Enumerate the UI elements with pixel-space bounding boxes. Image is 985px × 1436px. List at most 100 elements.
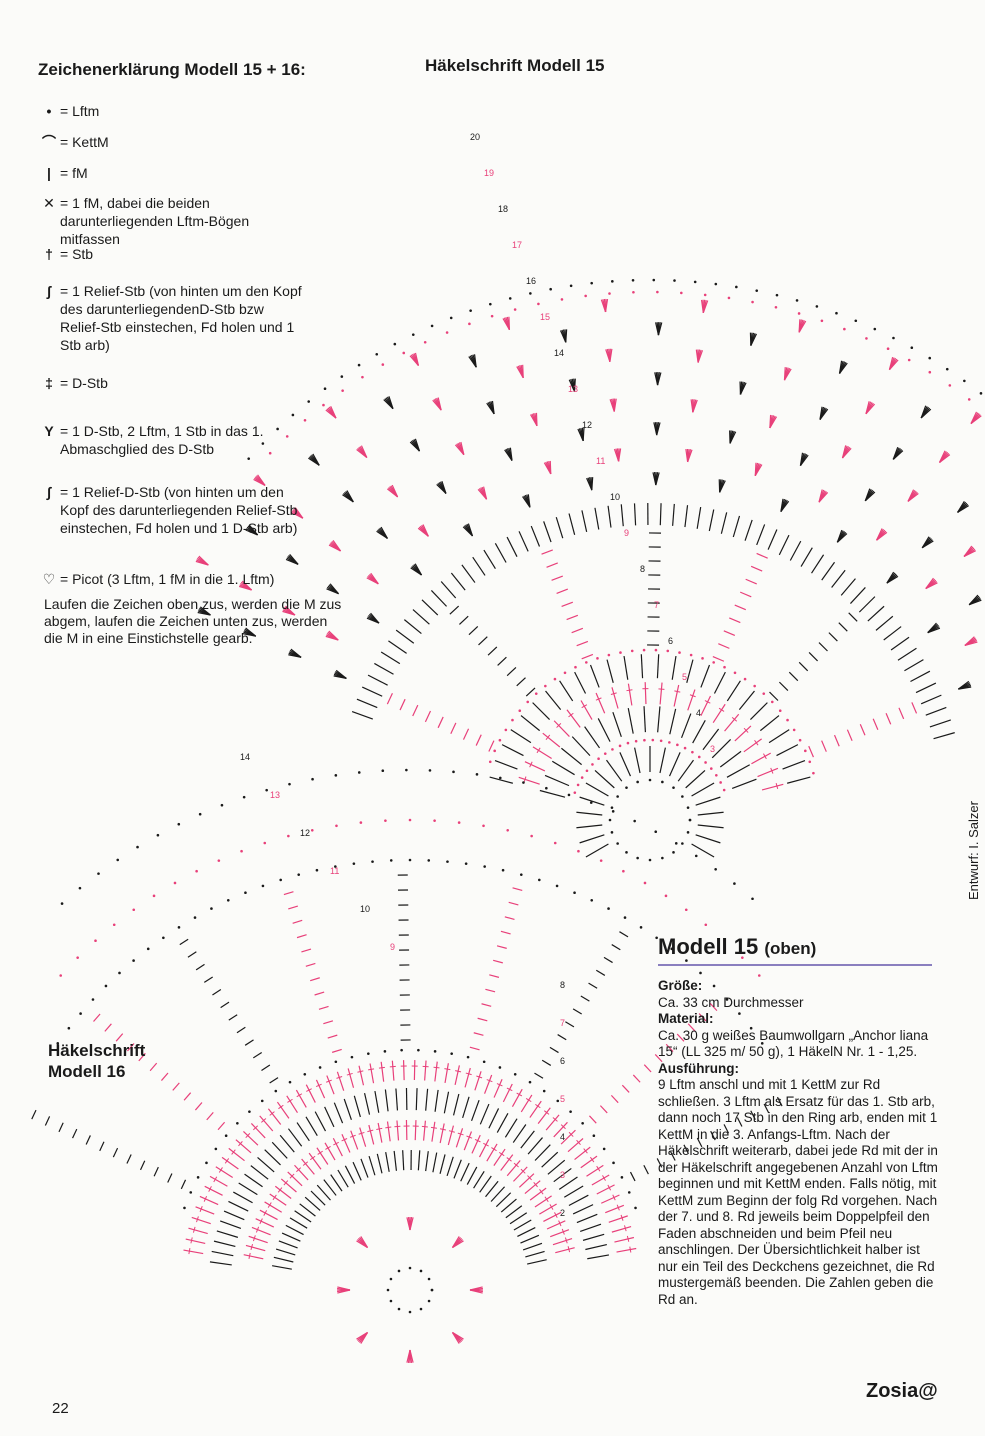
stitch-symbol xyxy=(787,776,811,784)
spoke-stitch xyxy=(296,934,307,939)
cluster-stitch xyxy=(927,627,941,634)
spoke-stitch xyxy=(481,1003,492,1007)
cluster-stitch xyxy=(958,686,972,690)
spoke-stitch xyxy=(288,905,299,910)
chain-stitch xyxy=(556,1099,560,1103)
stitch-symbol xyxy=(749,702,768,721)
stitch-symbol xyxy=(513,1166,528,1182)
stitch-symbol xyxy=(384,1089,389,1112)
spoke-stitch xyxy=(556,588,569,594)
stitch-symbol xyxy=(367,674,388,686)
stitch-crossbar xyxy=(506,1157,512,1162)
stitch-symbol xyxy=(461,564,476,583)
cluster-stitch xyxy=(957,505,970,513)
stitch-crossbar xyxy=(506,1087,513,1092)
stitch-crossbar xyxy=(196,1216,199,1223)
stitch-symbol xyxy=(343,1098,352,1121)
stitch-crossbar xyxy=(612,1194,616,1201)
stitch-symbol xyxy=(558,1176,578,1190)
stitch-symbol xyxy=(495,1192,512,1208)
legend-item: ⌒= KettM xyxy=(42,134,109,150)
chain-stitch xyxy=(808,760,812,764)
stitch-crossbar xyxy=(704,700,711,704)
stitch-symbol xyxy=(377,1122,383,1143)
description: Größe: Ca. 33 cm Durchmesser Material: C… xyxy=(658,978,938,1308)
stitch-symbol xyxy=(726,680,741,702)
stitch-symbol xyxy=(333,1102,344,1124)
stitch-symbol xyxy=(228,1147,245,1162)
chain-stitch xyxy=(585,769,589,773)
stitch-symbol xyxy=(506,536,518,557)
stitch-symbol xyxy=(233,1191,253,1204)
stitch-symbol xyxy=(757,767,779,778)
chain-stitch xyxy=(265,788,268,792)
chain-stitch xyxy=(703,293,707,297)
round-number: 13 xyxy=(270,790,280,800)
chain-stitch xyxy=(741,956,744,959)
stitch-symbol xyxy=(257,1157,275,1173)
stitch-symbol xyxy=(574,1146,591,1161)
chain-stitch xyxy=(854,319,858,323)
stitch-symbol xyxy=(789,540,802,561)
stitch-symbol xyxy=(281,1232,301,1242)
stitch-crossbar xyxy=(483,1142,489,1147)
spoke-stitch xyxy=(187,951,197,958)
chain-stitch xyxy=(152,894,156,898)
chain-stitch xyxy=(375,352,379,356)
stitch-crossbar xyxy=(560,1124,566,1130)
cluster-stitch xyxy=(332,540,342,552)
cluster-stitch xyxy=(535,412,538,426)
cluster-stitch xyxy=(729,431,737,444)
chain-stitch xyxy=(78,886,82,890)
cluster-stitch xyxy=(888,359,899,371)
stitch-symbol xyxy=(471,1134,481,1154)
chain-stitch xyxy=(886,347,890,351)
spoke-stitch xyxy=(611,944,621,951)
stitch-symbol xyxy=(479,1175,492,1193)
stitch-symbol xyxy=(238,1182,258,1196)
chain-stitch xyxy=(633,819,636,823)
stitch-symbol xyxy=(534,1144,551,1161)
chain-stitch xyxy=(359,821,363,824)
stitch-crossbar xyxy=(674,690,681,693)
spoke-stitch xyxy=(44,1116,51,1126)
stitch-crossbar xyxy=(188,1248,191,1255)
stitch-symbol xyxy=(643,706,646,733)
stitch-symbol xyxy=(534,1195,552,1208)
cluster-stitch xyxy=(819,408,829,420)
legend-item: |= fM xyxy=(47,165,88,181)
stitch-symbol xyxy=(417,1150,421,1171)
spoke-stitch xyxy=(85,1135,91,1145)
cluster-stitch xyxy=(892,450,904,460)
stitch-symbol xyxy=(352,1161,362,1181)
cluster-stitch xyxy=(414,352,420,366)
chain-stitch xyxy=(322,403,325,407)
stitch-symbol xyxy=(691,782,715,797)
cluster-stitch xyxy=(754,464,763,477)
round-number: 9 xyxy=(390,942,395,952)
stitch-symbol xyxy=(606,659,614,683)
stitch-symbol xyxy=(248,1235,268,1244)
stitch-crossbar xyxy=(743,727,749,733)
chain-stitch xyxy=(428,769,432,772)
stitch-symbol xyxy=(527,1259,547,1265)
spoke-stitch xyxy=(718,643,730,649)
stitch-symbol xyxy=(422,1120,427,1141)
stitch-symbol xyxy=(529,1187,547,1201)
cluster-stitch xyxy=(920,408,932,419)
stitch-symbol xyxy=(545,1114,560,1131)
spoke-stitch xyxy=(723,1124,730,1134)
round-number: 16 xyxy=(526,276,536,286)
chain-stitch xyxy=(423,340,427,344)
chain-stitch xyxy=(555,884,559,888)
cluster-stitch xyxy=(876,531,888,541)
stitch-symbol xyxy=(316,1147,329,1165)
chain-stitch xyxy=(67,1026,71,1030)
stitch-symbol xyxy=(546,1220,566,1230)
chain-stitch xyxy=(60,902,64,905)
spoke-stitch xyxy=(710,1130,716,1141)
stitch-symbol xyxy=(606,759,623,782)
chain-stitch xyxy=(466,1055,470,1059)
chain-stitch xyxy=(659,739,663,743)
